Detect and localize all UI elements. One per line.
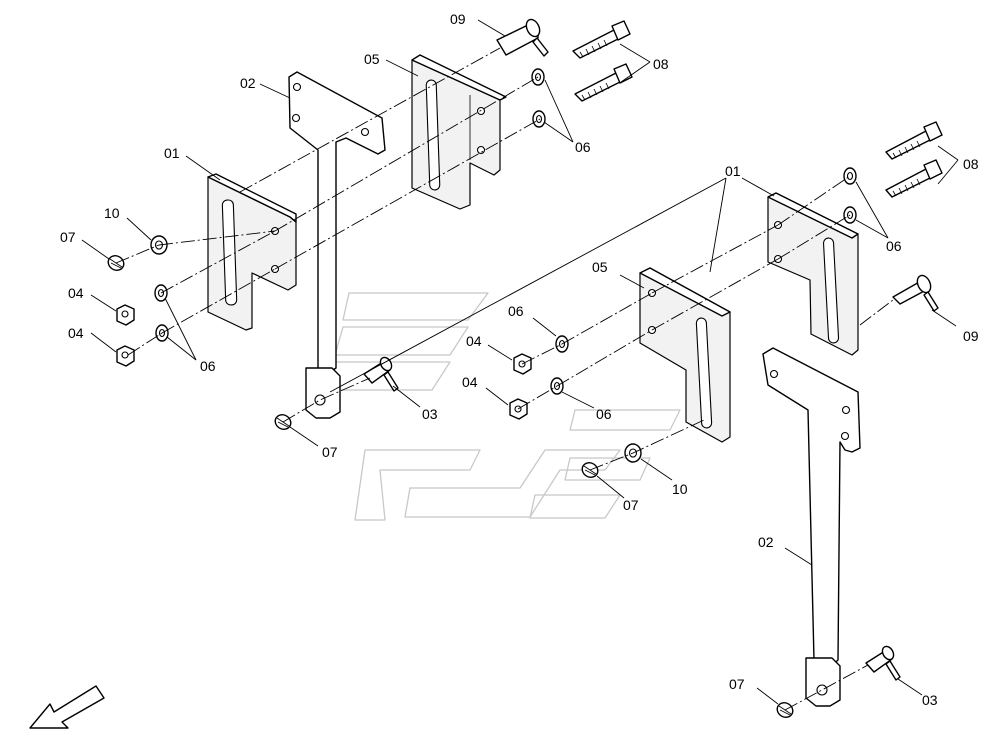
part-09-pin-left <box>496 18 549 57</box>
callout-07-left-a: 07 <box>60 229 76 245</box>
callout-01-right: 01 <box>725 163 741 179</box>
part-05-bracket-right <box>639 267 731 443</box>
part-05-bracket-left <box>411 54 507 210</box>
part-08-bolts-right <box>885 121 943 198</box>
callout-09-right: 09 <box>963 328 979 344</box>
callout-09-left: 09 <box>450 11 466 27</box>
part-01-plate-right <box>767 192 859 356</box>
part-01-plate-left <box>207 173 297 331</box>
part-02-lever-left <box>288 71 386 419</box>
callout-10-left: 10 <box>104 205 120 221</box>
part-03-pin-right <box>865 645 901 681</box>
callout-08-right: 08 <box>963 156 979 172</box>
left-assembly <box>81 18 651 447</box>
callout-07-right-b: 07 <box>729 676 745 692</box>
callout-10-right: 10 <box>672 481 688 497</box>
callout-05-right: 05 <box>592 259 608 275</box>
callout-04-left-b: 04 <box>68 325 84 341</box>
callout-06-right-b: 06 <box>596 406 612 422</box>
callout-06-right-a: 06 <box>508 303 524 319</box>
callout-07-left-b: 07 <box>322 444 338 460</box>
callout-06-left-b: 06 <box>200 358 216 374</box>
callout-07-right-a: 07 <box>623 497 639 513</box>
callout-05-left: 05 <box>364 51 380 67</box>
callout-08-left: 08 <box>653 56 669 72</box>
watermark-logo <box>327 292 681 521</box>
callout-02-right: 02 <box>758 534 774 550</box>
callout-03-right: 03 <box>922 692 938 708</box>
direction-arrow-icon <box>29 685 105 729</box>
callout-06-left-a: 06 <box>575 139 591 155</box>
callout-04-left-a: 04 <box>68 285 84 301</box>
part-03-pin-left <box>363 356 399 392</box>
callout-01-left: 01 <box>164 145 180 161</box>
callout-06-right-c: 06 <box>886 238 902 254</box>
right-assembly <box>329 121 959 718</box>
callout-03-left: 03 <box>422 406 438 422</box>
part-02-lever-right <box>762 347 861 707</box>
callout-04-right-a: 04 <box>466 333 482 349</box>
callout-04-right-b: 04 <box>462 374 478 390</box>
part-08-bolts-left <box>572 20 633 102</box>
callout-02-left: 02 <box>240 75 256 91</box>
part-09-pin-right <box>892 274 939 312</box>
